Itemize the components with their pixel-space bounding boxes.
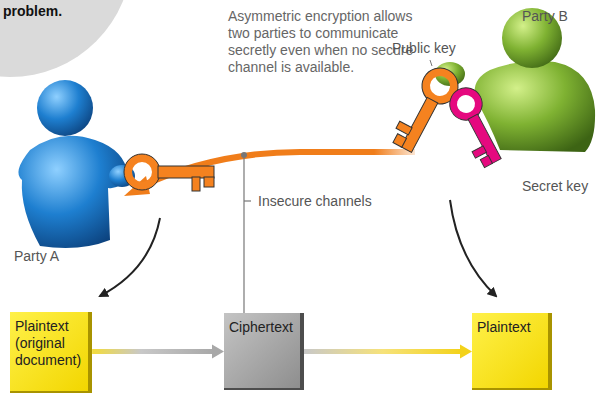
plaintext-box: Plaintext <box>472 313 552 390</box>
leader-line <box>244 200 251 201</box>
decrypt-arrow <box>450 200 496 296</box>
node-text: Plaintext <box>477 319 531 336</box>
leader-dot <box>241 152 247 158</box>
party-b-figure <box>435 8 595 152</box>
node-text: Ciphertext <box>229 319 293 336</box>
public-key-a <box>124 154 214 191</box>
heading-fragment: problem. <box>3 3 123 20</box>
channel-arrow <box>92 345 224 359</box>
party-a-figure <box>18 80 135 248</box>
leader-line <box>430 60 432 66</box>
channel-label: Insecure channels <box>256 193 374 210</box>
channel-arrow <box>304 345 472 359</box>
key-label: Public key <box>392 40 472 57</box>
plaintext-document: Plaintext (original document) <box>10 312 92 393</box>
party-label: Party A <box>14 248 94 265</box>
encrypt-arrow <box>100 218 160 296</box>
node-text: Plaintext (original document) <box>15 318 83 369</box>
key-label: Secret key <box>522 178 600 195</box>
grey-disc <box>0 0 132 77</box>
secret-key <box>443 82 510 169</box>
party-label: Party B <box>522 8 600 25</box>
ciphertext-box: Ciphertext <box>224 313 304 390</box>
